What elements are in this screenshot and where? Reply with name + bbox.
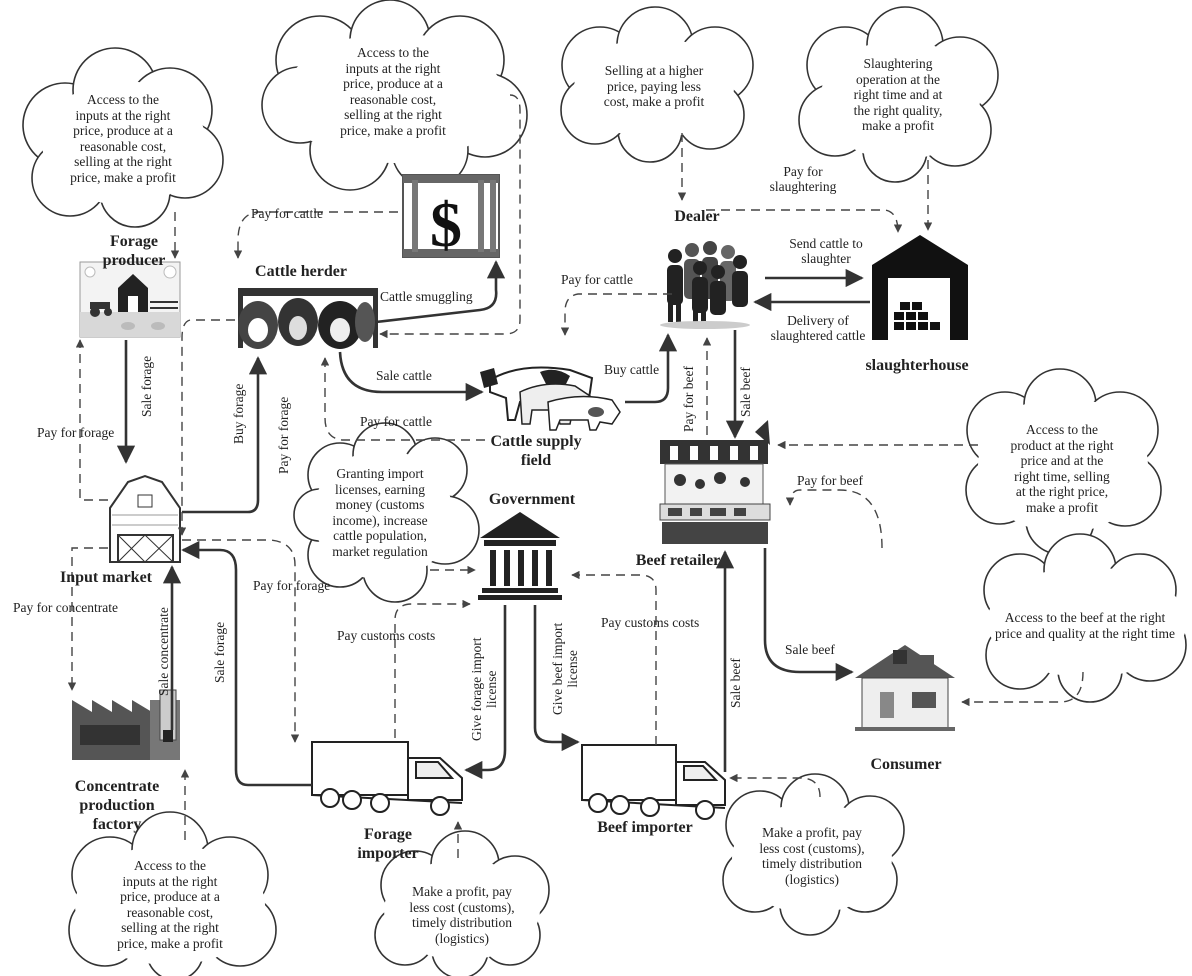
label-delivery: Delivery of slaughtered cattle — [770, 313, 866, 343]
cloud-beef-retailer — [965, 368, 1162, 555]
flow-pay-for-forage-left — [75, 339, 108, 501]
goal-concentrate-factory: Access to the inputs at the right price,… — [117, 858, 223, 951]
flow-pay-for-beef-consumer — [785, 489, 883, 549]
label-pay-for-forage-herder: Pay for forage — [276, 396, 291, 474]
goal-link-consumer — [961, 671, 1084, 707]
goal-slaughterhouse: Slaughtering operation at the right time… — [853, 56, 943, 133]
goal-consumer: Access to the beef at the right price an… — [995, 610, 1175, 641]
flow-sale-cattle — [338, 351, 484, 402]
label-sale-forage-importer: Sale forage — [212, 621, 227, 683]
goal-forage-producer: Access to the inputs at the right price,… — [70, 92, 176, 185]
cloud-concentrate-factory — [68, 811, 277, 976]
label-buy-cattle: Buy cattle — [604, 362, 660, 377]
label-sale-beef-importer: Sale beef — [728, 658, 743, 708]
actor-beef-retailer: Beef retailer — [635, 552, 721, 569]
label-pay-customs-right: Pay customs costs — [601, 615, 700, 630]
goal-government: Granting import licenses, earning money … — [332, 466, 428, 559]
cattle-herd-icon — [238, 288, 378, 349]
goal-beef-importer: Make a profit, pay less cost (customs), … — [759, 825, 865, 887]
label-pay-for-cattle-dealer: Pay for cattle — [561, 272, 633, 287]
actor-cattle-herder: Cattle herder — [255, 263, 347, 280]
flow-sale-forage-importer — [181, 540, 312, 787]
actor-concentrate-factory: Concentrate production factory — [74, 778, 160, 833]
label-sale-cattle: Sale cattle — [376, 368, 432, 383]
label-sale-forage-producer: Sale forage — [139, 355, 154, 417]
livestock-icon — [480, 366, 621, 431]
flow-give-forage-license — [464, 605, 507, 780]
government-building-icon — [478, 512, 562, 600]
label-pay-for-cattle-top: Pay for cattle — [251, 206, 323, 221]
label-pay-for-cattle-bottom: Pay for cattle — [360, 414, 432, 429]
actor-cattle-supply-field: Cattle supply field — [490, 433, 582, 469]
actor-forage-producer: Forage producer — [102, 233, 166, 269]
flow-cattle-smuggling — [375, 260, 506, 324]
label-give-forage-license: Give forage import license — [469, 637, 499, 741]
butcher-shop-icon — [659, 420, 771, 544]
flow-pay-for-cattle-bottom — [320, 357, 485, 441]
label-pay-for-beef-dealer: Pay for beef — [681, 366, 696, 432]
cloud-government — [293, 422, 480, 603]
goal-cattle-herder: Access to the inputs at the right price,… — [340, 45, 446, 138]
goal-beef-retailer: Access to the product at the right price… — [1010, 422, 1114, 515]
cloud-beef-importer — [722, 773, 905, 936]
actor-forage-importer: Forage importer — [357, 826, 419, 862]
label-give-beef-license: Give beef import license — [550, 622, 580, 715]
flow-sale-beef-retailer — [763, 548, 854, 682]
actor-beef-importer: Beef importer — [597, 819, 693, 836]
flow-give-beef-license — [533, 605, 580, 752]
actor-dealer: Dealer — [674, 208, 720, 225]
flow-pay-for-forage-importer — [182, 539, 300, 743]
cloud-forage-producer — [22, 47, 224, 228]
label-pay-for-concentrate: Pay for concentrate — [13, 600, 118, 615]
label-sale-beef-retailer: Sale beef — [785, 642, 835, 657]
flow-pay-for-slaughtering — [706, 209, 903, 233]
flow-pay-customs-right — [571, 570, 657, 745]
cloud-cattle-herder — [261, 0, 528, 191]
slaughterhouse-icon — [872, 235, 968, 340]
flow-buy-forage — [182, 356, 268, 514]
beef-truck-icon — [581, 744, 726, 820]
flow-pay-for-concentrate — [67, 547, 108, 691]
goal-dealer: Selling at a higher price, paying less c… — [603, 63, 705, 109]
label-sale-beef-dealer: Sale beef — [738, 367, 753, 417]
cloud-consumer — [983, 533, 1187, 703]
flow-pay-for-cattle-dealer — [560, 293, 672, 336]
label-pay-for-forage-importer: Pay for forage — [253, 578, 331, 593]
flow-pay-for-forage-herder — [177, 319, 235, 536]
flow-pay-for-cattle-top — [233, 211, 398, 259]
dealer-people-icon — [660, 241, 750, 329]
label-send-cattle: Send cattle to slaughter — [789, 236, 863, 266]
barn-icon — [109, 474, 181, 563]
flow-buy-cattle — [625, 333, 678, 404]
farm-icon — [79, 261, 181, 338]
flow-pay-customs-left — [394, 599, 471, 738]
cloud-slaughterhouse — [798, 6, 999, 183]
label-buy-forage: Buy forage — [231, 383, 246, 444]
label-pay-for-slaughtering: Pay for slaughtering — [769, 164, 837, 194]
house-icon — [855, 645, 955, 731]
label-cattle-smuggling: Cattle smuggling — [380, 289, 473, 304]
label-pay-for-beef-consumer: Pay for beef — [797, 473, 863, 488]
factory-icon — [72, 689, 180, 760]
label-sale-concentrate: Sale concentrate — [156, 607, 171, 696]
forage-truck-icon — [311, 741, 463, 816]
cloud-dealer — [560, 6, 754, 163]
label-pay-customs-left: Pay customs costs — [337, 628, 436, 643]
goal-forage-importer: Make a profit, pay less cost (customs), … — [409, 884, 515, 946]
cloud-forage-importer — [374, 830, 550, 976]
goal-link-beef-importer — [729, 773, 821, 798]
actor-slaughterhouse: slaughterhouse — [865, 357, 969, 374]
actor-input-market: Input market — [59, 569, 153, 586]
actor-consumer: Consumer — [870, 756, 942, 773]
label-pay-for-forage-left: Pay for forage — [37, 425, 115, 440]
actor-government: Government — [488, 491, 576, 508]
goal-link-cattle-herder — [379, 94, 521, 339]
money-jail-icon: $ — [402, 174, 500, 260]
dollar-symbol: $ — [430, 189, 462, 260]
